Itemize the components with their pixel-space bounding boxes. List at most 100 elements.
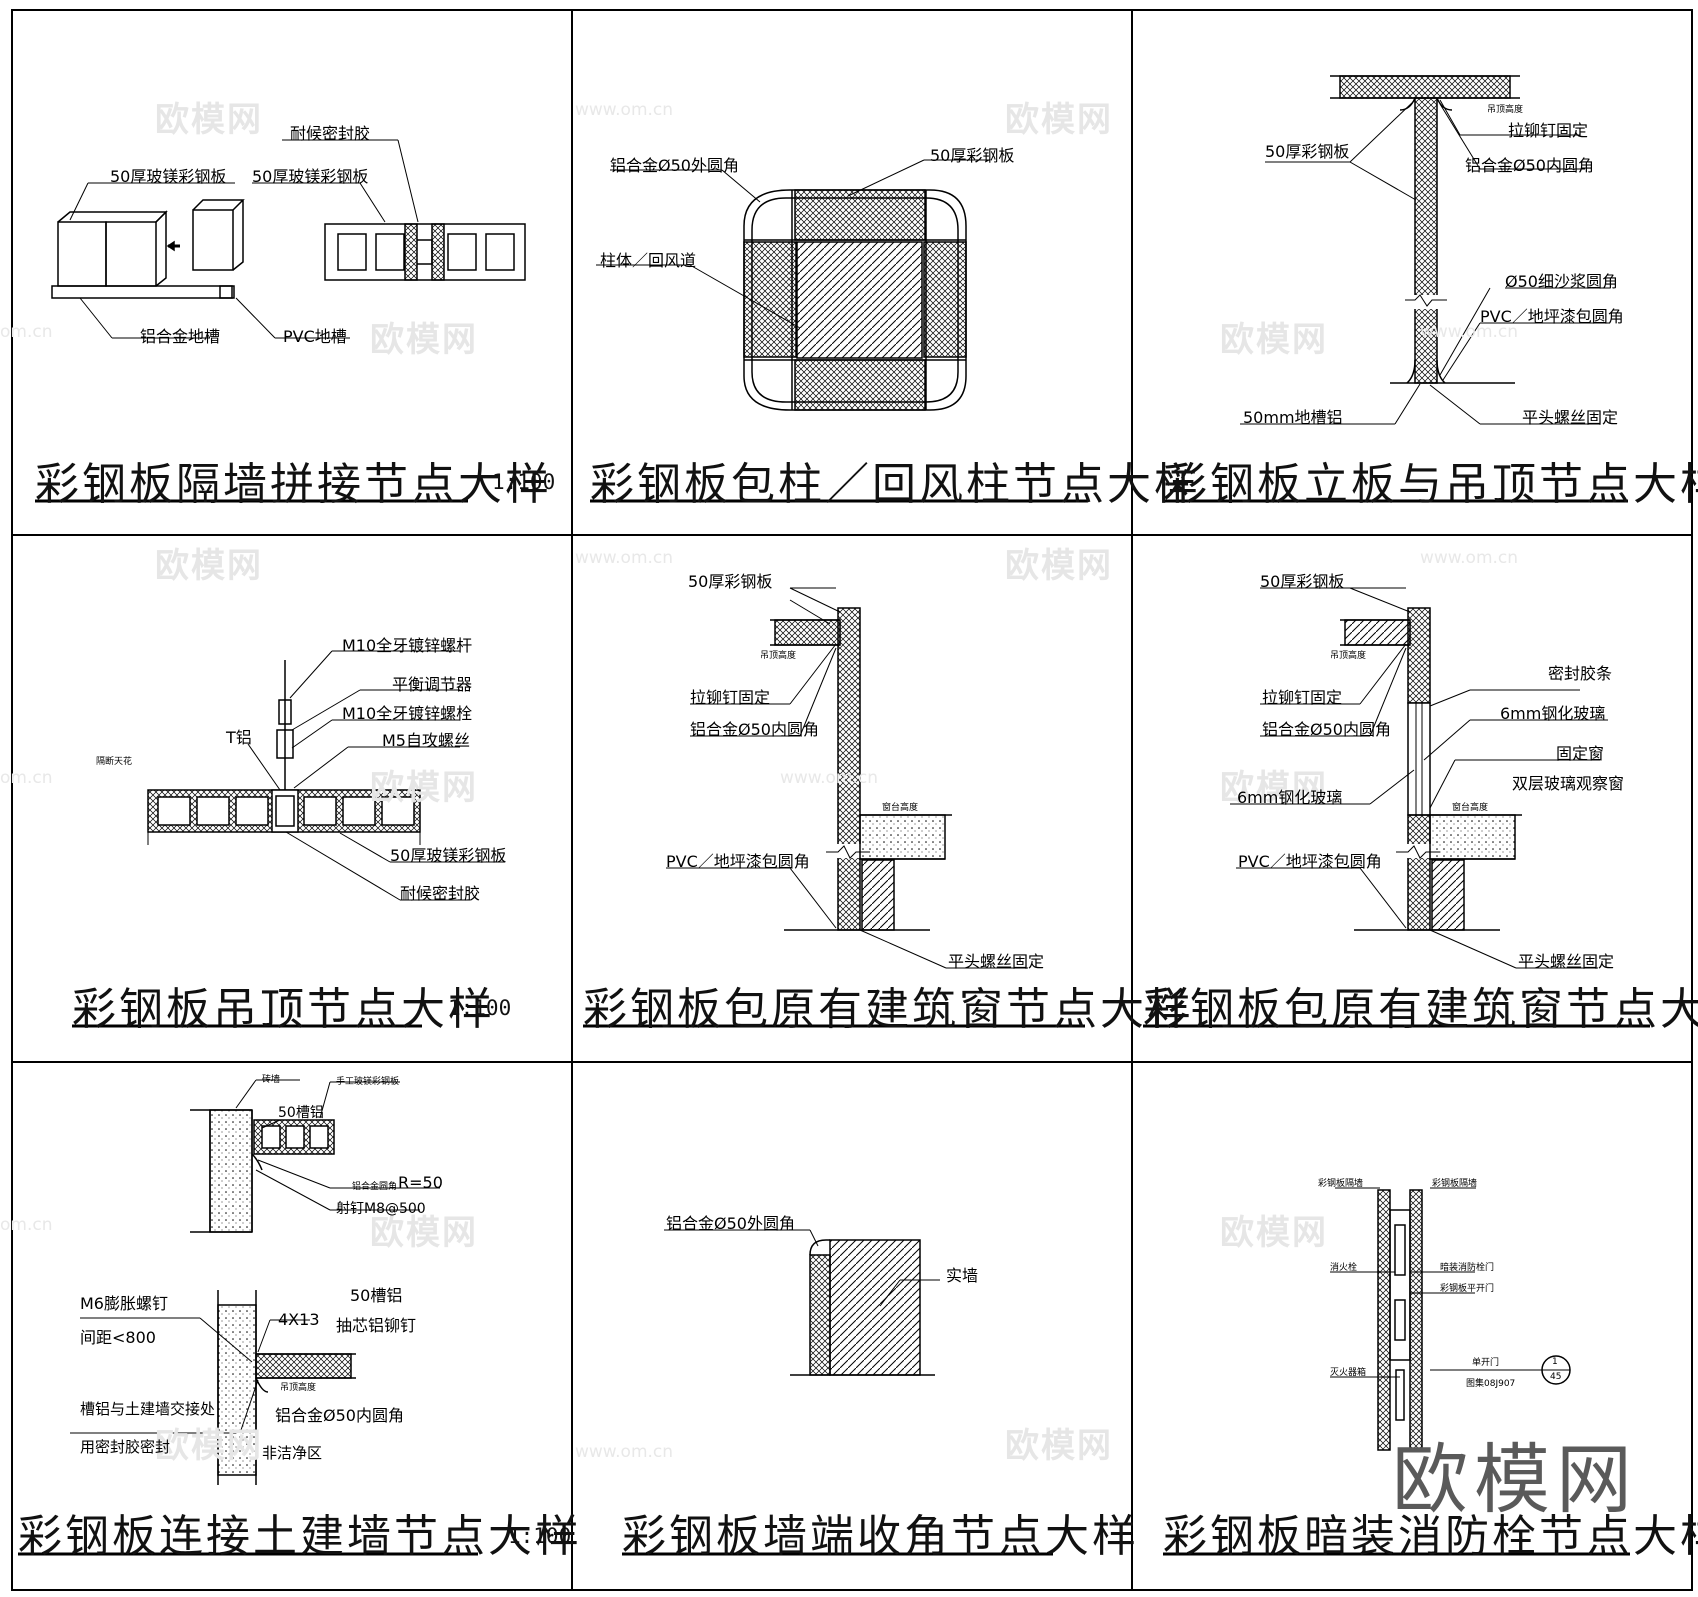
scale-label: 1:100: [448, 996, 512, 1020]
callout-label: 50厚玻镁彩钢板: [110, 167, 227, 186]
callout-label: T铝: [226, 728, 252, 747]
panel-4-drawing: [147, 650, 505, 901]
callout-label: 铝合金地槽: [140, 327, 221, 346]
callout-label: 铝合金Ø50外圆角: [666, 1214, 795, 1233]
callout-label: 50厚玻镁彩钢板: [252, 167, 369, 186]
watermark-text: 欧模网: [370, 1213, 478, 1253]
watermark-text: 欧模网: [1005, 1426, 1113, 1466]
callout-label: 50厚彩钢板: [688, 572, 773, 591]
panel-8-drawing: [664, 1229, 940, 1376]
panel-title: 彩钢板吊顶节点大样: [72, 984, 495, 1035]
watermark-url: www.om.cn: [1420, 322, 1519, 342]
title-underlines: [18, 499, 1650, 1556]
callout-label: 50mm地槽铝: [1243, 408, 1343, 427]
callout-label: PVC／地坪漆包圆角: [1238, 852, 1382, 871]
callout-label: M5自攻螺丝: [382, 731, 470, 750]
callout-label: M6膨胀螺钉: [80, 1294, 168, 1313]
callout-label: M10全牙镀锌螺杆: [342, 636, 473, 655]
watermark-url: om.cn: [0, 1215, 53, 1235]
panel-7-drawing: [70, 1079, 440, 1485]
callout-label: Ø50细沙浆圆角: [1505, 272, 1618, 291]
callout-label: 50槽铝: [278, 1105, 324, 1121]
watermark-text: 欧模网: [1005, 100, 1113, 140]
watermark-text: 欧模网: [1220, 320, 1328, 360]
callout-label: 固定窗: [1556, 744, 1605, 763]
callout-label: 彩钢板平开门: [1440, 1284, 1495, 1294]
callout-label: 砖墙: [262, 1075, 281, 1085]
callout-label: 射钉M8@500: [336, 1201, 426, 1217]
scale-label: 1:100: [492, 470, 556, 494]
watermark-logo: 欧模网: [1392, 1435, 1638, 1524]
callout-label: 实墙: [946, 1266, 979, 1285]
callout-label: 图集08J907: [1466, 1379, 1516, 1389]
panel-2-drawing: [596, 159, 990, 411]
callout-label: 50厚彩钢板: [1260, 572, 1345, 591]
callout-label: 耐候密封胶: [400, 884, 481, 903]
callout-label: 铝合金Ø50内圆角: [275, 1406, 404, 1425]
panel-title: 彩钢板包柱／回风柱节点大样: [590, 459, 1201, 510]
callout-label: 单开门: [1472, 1358, 1500, 1368]
watermark-url: www.om.cn: [575, 100, 674, 120]
callout-label: 抽芯铝铆钉: [336, 1316, 417, 1335]
callout-label: 铝合金Ø50外圆角: [610, 156, 739, 175]
callout-label: 平头螺丝固定: [1518, 952, 1615, 971]
watermark-text: 欧模网: [155, 546, 263, 586]
callout-label: 暗装消防栓门: [1440, 1263, 1495, 1273]
callout-label: 非洁净区: [262, 1444, 323, 1462]
scale-label: 1:100: [508, 1524, 572, 1548]
callout-label: 铝合金Ø50内圆角: [690, 720, 819, 739]
watermark-url: www.om.cn: [780, 768, 879, 788]
panel-1-drawing: [51, 139, 526, 339]
callout-label: 吊顶高度: [760, 651, 797, 661]
callout-label: 平头螺丝固定: [948, 952, 1045, 971]
callout-label: 45: [1550, 1372, 1562, 1382]
watermark-url: www.om.cn: [1420, 548, 1519, 568]
panel-title: 彩钢板立板与吊顶节点大样: [1163, 459, 1698, 510]
panel-9-drawing: [1330, 1187, 1571, 1451]
callout-label: 窗台高度: [1452, 803, 1489, 813]
watermark-text: 欧模网: [1220, 768, 1328, 808]
callout-label: 双层玻璃观察窗: [1512, 774, 1625, 793]
callout-label: 6mm钢化玻璃: [1500, 704, 1606, 723]
watermark-url: www.om.cn: [575, 548, 674, 568]
callout-label: 拉铆钉固定: [1508, 121, 1589, 140]
panel-title: 彩钢板隔墙拼接节点大样: [35, 459, 552, 510]
callout-label: 耐候密封胶: [290, 124, 371, 143]
callout-label: 灭火器箱: [1330, 1368, 1367, 1378]
panel-title: 彩钢板包原有建筑窗节点大样: [583, 984, 1194, 1035]
watermark-text: 欧模网: [1005, 546, 1113, 586]
watermark-text: 欧模网: [155, 100, 263, 140]
watermark-url: www.om.cn: [575, 1442, 674, 1462]
panel-title: 彩钢板包原有建筑窗节点大样: [1143, 984, 1698, 1035]
callout-label: 50厚玻镁彩钢板: [390, 846, 507, 865]
watermark-text: 欧模网: [370, 320, 478, 360]
watermark-text: 欧模网: [155, 1426, 263, 1466]
callout-label: PVC／地坪漆包圆角: [666, 852, 810, 871]
panel-title: 彩钢板墙端收角节点大样: [622, 1511, 1139, 1562]
panel-title: 彩钢板连接土建墙节点大样: [18, 1511, 582, 1562]
callout-label: 手工玻镁彩钢板: [336, 1077, 400, 1087]
callout-label: 拉铆钉固定: [1262, 688, 1343, 707]
callout-label: R=50: [398, 1173, 443, 1192]
callout-label: 平衡调节器: [392, 675, 473, 694]
callout-label: 吊顶高度: [1330, 651, 1367, 661]
callout-label: PVC／地坪漆包圆角: [1480, 307, 1624, 326]
callout-label: 50厚彩钢板: [930, 146, 1015, 165]
panel-3-drawing: [1240, 75, 1610, 425]
callout-label: 平头螺丝固定: [1522, 408, 1619, 427]
watermark-text: 欧模网: [1220, 1213, 1328, 1253]
callout-label: 50厚彩钢板: [1265, 142, 1350, 161]
callout-label: 1: [1552, 1357, 1558, 1367]
callout-label: 50槽铝: [350, 1286, 403, 1305]
callout-label: 吊顶高度: [1487, 105, 1524, 115]
callout-label: 拉铆钉固定: [690, 688, 771, 707]
callout-label: 彩钢板隔墙: [1432, 1179, 1478, 1189]
callout-label: 用密封胶密封: [80, 1438, 171, 1456]
watermark-url: om.cn: [0, 768, 53, 788]
callout-label: 吊顶高度: [280, 1383, 317, 1393]
watermark-text: 欧模网: [370, 768, 478, 808]
watermark-url: om.cn: [0, 322, 53, 342]
callout-label: 4X13: [278, 1310, 320, 1329]
callout-label: 铝合金Ø50内圆角: [1465, 156, 1594, 175]
